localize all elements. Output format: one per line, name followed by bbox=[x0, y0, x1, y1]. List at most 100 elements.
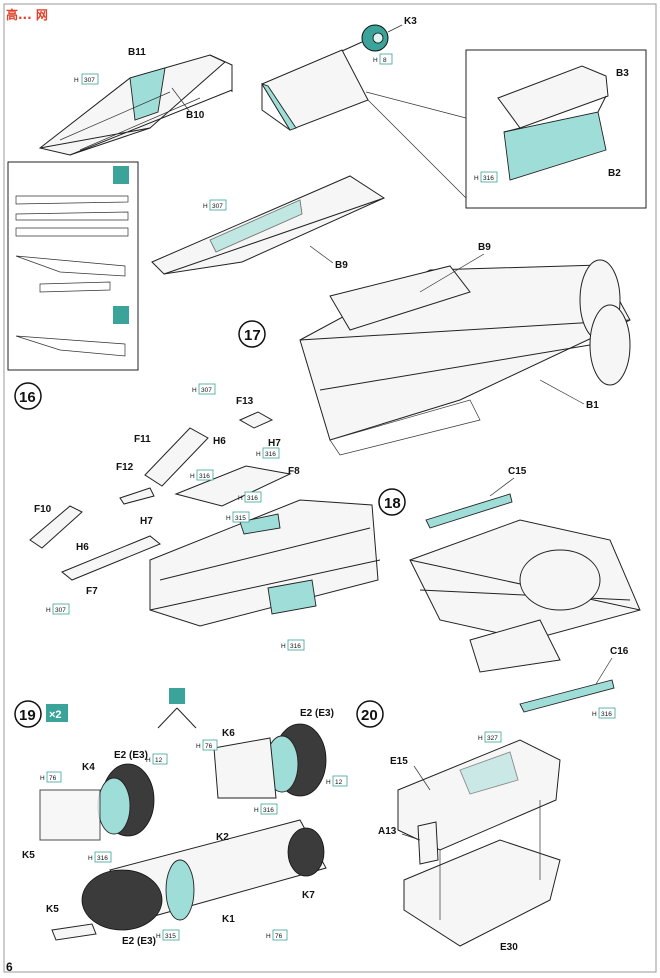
paint-callout-h316-19b: H 316 bbox=[254, 803, 278, 815]
svg-text:316: 316 bbox=[263, 807, 274, 814]
label-f12: F12 bbox=[116, 462, 134, 473]
svg-text:H: H bbox=[146, 757, 151, 764]
svg-text:315: 315 bbox=[235, 515, 246, 522]
label-e30: E30 bbox=[500, 942, 518, 953]
paint-callout-h76-c: H 76 bbox=[266, 929, 288, 941]
label-c16: C16 bbox=[610, 646, 629, 657]
paint-callout-h316-19a: H 316 bbox=[88, 851, 112, 863]
step-19-number: 19 bbox=[19, 707, 36, 724]
part-b9-upper bbox=[151, 175, 386, 275]
svg-text:76: 76 bbox=[205, 743, 213, 750]
svg-text:H: H bbox=[203, 203, 208, 210]
step-17-badge bbox=[238, 320, 266, 348]
step-18-number: 18 bbox=[384, 495, 401, 512]
label-e2e3-bottom: E2 (E3) bbox=[122, 936, 156, 947]
label-k4: K4 bbox=[82, 762, 95, 773]
svg-text:76: 76 bbox=[49, 775, 57, 782]
part-intake-duct bbox=[260, 49, 369, 131]
svg-text:H: H bbox=[226, 515, 231, 522]
svg-text:H: H bbox=[46, 607, 51, 614]
step-16-number: 16 bbox=[19, 389, 36, 406]
svg-text:H: H bbox=[281, 643, 286, 650]
svg-text:H: H bbox=[256, 451, 261, 458]
label-c15: C15 bbox=[508, 466, 527, 477]
paint-callout-h316-16a: H 316 bbox=[256, 447, 280, 459]
label-f7: F7 bbox=[86, 586, 98, 597]
svg-text:307: 307 bbox=[212, 203, 223, 210]
paint-callout-h76-a: H 76 bbox=[40, 771, 62, 783]
label-f13: F13 bbox=[236, 396, 254, 407]
svg-text:316: 316 bbox=[483, 175, 494, 182]
paint-callout-h316-16c: H 316 bbox=[238, 491, 262, 503]
svg-text:H: H bbox=[88, 855, 93, 862]
svg-text:H: H bbox=[474, 175, 479, 182]
watermark: 高... 网 bbox=[6, 8, 48, 22]
label-k3: K3 bbox=[404, 16, 417, 27]
paint-callout-h12-b: H 12 bbox=[326, 775, 348, 787]
svg-text:H: H bbox=[190, 473, 195, 480]
label-b1: B1 bbox=[586, 400, 599, 411]
label-e15: E15 bbox=[390, 756, 408, 767]
paint-callout-h316-inset: H 316 bbox=[474, 171, 498, 183]
svg-text:307: 307 bbox=[201, 387, 212, 394]
svg-text:H: H bbox=[238, 495, 243, 502]
page-number: 6 bbox=[6, 960, 13, 974]
step-16-parts bbox=[29, 411, 381, 627]
svg-text:307: 307 bbox=[84, 77, 95, 84]
paint-callout-h315-16: H 315 bbox=[226, 511, 250, 523]
svg-text:H: H bbox=[478, 735, 483, 742]
svg-text:H: H bbox=[254, 807, 259, 814]
paint-callout-h327: H 327 bbox=[478, 731, 502, 743]
paint-callout-h307-16a: H 307 bbox=[192, 383, 216, 395]
label-b11: B11 bbox=[128, 47, 146, 58]
label-k7: K7 bbox=[302, 890, 315, 901]
label-k5-lower: K5 bbox=[46, 904, 59, 915]
paint-callout-h307-16b: H 307 bbox=[46, 603, 70, 615]
label-e2e3-left: E2 (E3) bbox=[114, 750, 148, 761]
paint-callout-h12-a: H 12 bbox=[146, 753, 168, 765]
label-f8: F8 bbox=[288, 466, 300, 477]
step-18-badge bbox=[378, 488, 406, 516]
paint-callout-h315-19: H 315 bbox=[156, 929, 180, 941]
label-b9-upper: B9 bbox=[335, 260, 348, 271]
svg-text:H: H bbox=[373, 57, 378, 64]
svg-text:H: H bbox=[592, 711, 597, 718]
label-f10: F10 bbox=[34, 504, 52, 515]
paint-callout-h76-b: H 76 bbox=[196, 739, 218, 751]
svg-text:H: H bbox=[326, 779, 331, 786]
inset-blade-parts bbox=[7, 161, 139, 371]
svg-text:H: H bbox=[192, 387, 197, 394]
label-k2: K2 bbox=[216, 832, 229, 843]
label-h7-upper: H7 bbox=[268, 438, 281, 449]
step-20-cockpit-tub bbox=[397, 739, 561, 947]
step-19-multiplier: ×2 bbox=[49, 709, 62, 721]
svg-text:316: 316 bbox=[199, 473, 210, 480]
svg-text:316: 316 bbox=[247, 495, 258, 502]
paint-callout-h316-16d: H 316 bbox=[281, 639, 305, 651]
paint-callout-h316-16b: H 316 bbox=[190, 469, 214, 481]
step-17-number: 17 bbox=[244, 327, 261, 344]
svg-text:316: 316 bbox=[290, 643, 301, 650]
step-19-multiplier-box bbox=[46, 704, 68, 722]
label-f11: F11 bbox=[134, 434, 151, 445]
page-frame bbox=[3, 3, 657, 973]
label-e2e3-right: E2 (E3) bbox=[300, 708, 334, 719]
label-h6-upper: H6 bbox=[213, 436, 226, 447]
svg-text:8: 8 bbox=[383, 57, 387, 64]
label-k5-upper: K5 bbox=[22, 850, 35, 861]
label-b2: B2 bbox=[608, 168, 621, 179]
step-20-badge bbox=[356, 700, 384, 728]
label-h6-lower: H6 bbox=[76, 542, 89, 553]
svg-text:316: 316 bbox=[265, 451, 276, 458]
svg-text:H: H bbox=[40, 775, 45, 782]
svg-text:307: 307 bbox=[55, 607, 66, 614]
paint-callout-h307-top: H 307 bbox=[74, 73, 99, 85]
svg-text:327: 327 bbox=[487, 735, 498, 742]
svg-text:H: H bbox=[266, 933, 271, 940]
step-17-fuselage bbox=[299, 259, 631, 456]
svg-text:H: H bbox=[196, 743, 201, 750]
label-b9-lower: B9 bbox=[478, 242, 491, 253]
paint-callout-h307-mid: H 307 bbox=[203, 199, 227, 211]
svg-text:12: 12 bbox=[335, 779, 343, 786]
